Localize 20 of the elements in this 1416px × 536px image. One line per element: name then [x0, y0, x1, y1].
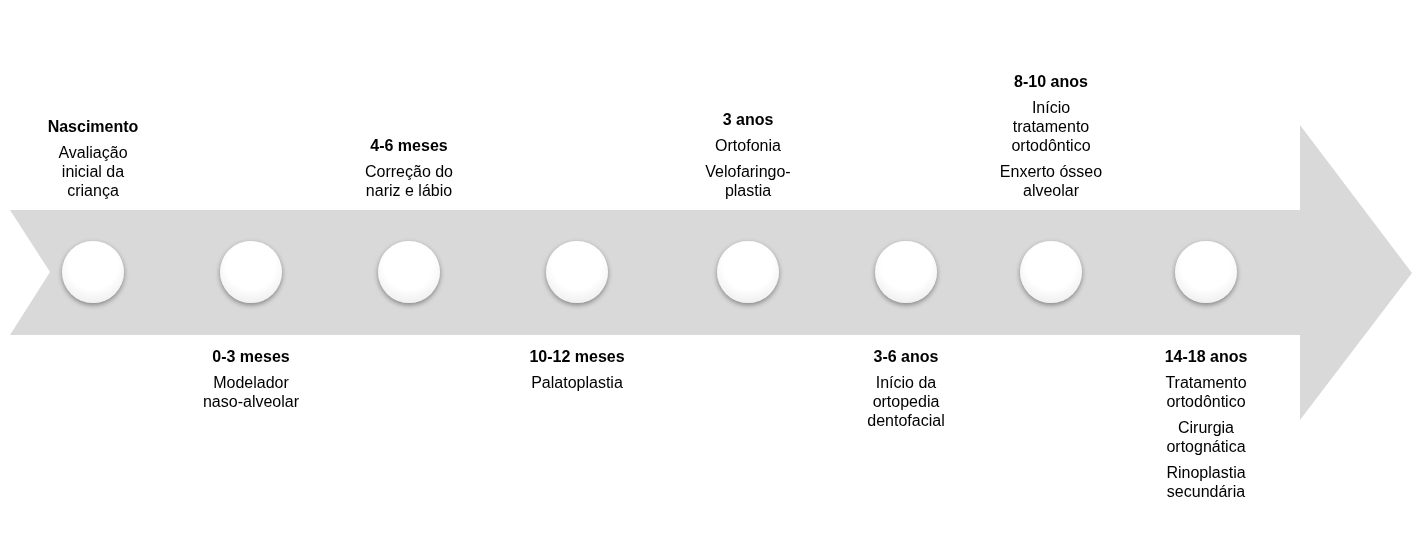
- milestone-description: Modelador naso-alveolar: [201, 373, 301, 411]
- milestone-description: Tratamento ortodôntico: [1164, 373, 1248, 411]
- milestone-age: 3 anos: [721, 110, 775, 129]
- milestone-description: Correção do nariz e lábio: [363, 162, 454, 200]
- milestone-age: 0-3 meses: [211, 347, 291, 366]
- milestone-description: Avaliação inicial da criança: [57, 143, 129, 200]
- milestone-age: 3-6 anos: [872, 347, 940, 366]
- milestone-description: Enxerto ósseo alveolar: [998, 162, 1104, 200]
- milestone-age: 14-18 anos: [1163, 347, 1249, 366]
- milestone-description: Velofaringo-plastia: [704, 162, 792, 200]
- milestone-description: Início da ortopedia dentofacial: [866, 373, 946, 430]
- milestone-age: 8-10 anos: [1013, 72, 1089, 91]
- milestone-age: 10-12 meses: [528, 347, 626, 366]
- milestone-description: Rinoplastia secundária: [1165, 463, 1247, 501]
- milestone-description: Cirurgia ortognática: [1165, 418, 1247, 456]
- milestone-description: Ortofonia: [714, 136, 782, 155]
- milestone-description: Palatoplastia: [530, 373, 624, 392]
- milestone-description: Início tratamento ortodôntico: [1010, 98, 1092, 155]
- milestone-age: 4-6 meses: [369, 136, 449, 155]
- milestone-age: Nascimento: [46, 117, 140, 136]
